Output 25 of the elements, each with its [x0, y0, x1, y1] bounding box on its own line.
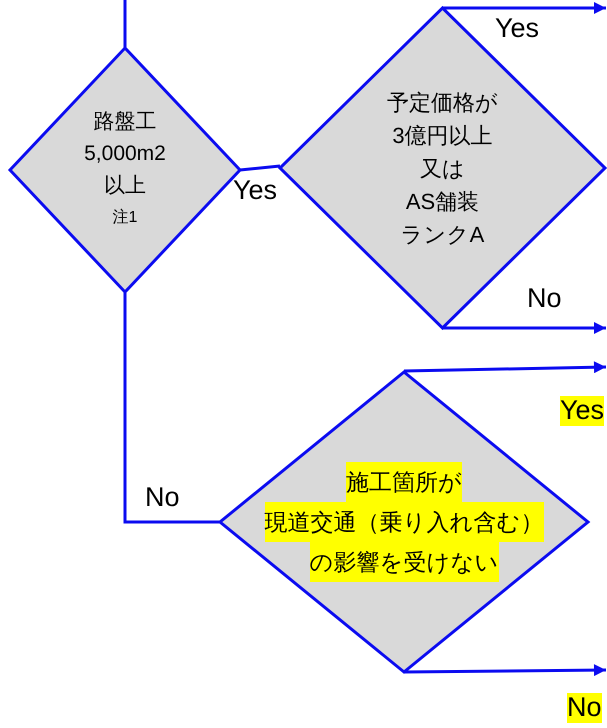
edge-label: No: [145, 483, 180, 513]
arrow: [442, 2, 606, 14]
decision-text: ランクA: [400, 220, 484, 248]
arrow: [404, 664, 606, 676]
connector-line: [124, 292, 220, 524]
edge-label: Yes: [233, 176, 278, 206]
decision-text: の影響を受けない: [310, 542, 498, 582]
decision-text: 路盤工: [94, 109, 156, 135]
edge-label: Yes: [560, 396, 604, 426]
decision-text: 予定価格が: [387, 88, 498, 116]
edge-label: Yes: [495, 14, 540, 44]
edge-label: No: [527, 284, 562, 314]
decision-text: AS舗装: [406, 188, 480, 216]
decision-text: 3億円以上: [392, 122, 493, 150]
decision-text: 注1: [112, 208, 138, 228]
connector-line: [240, 164, 280, 172]
decision-text: 施工箇所が: [346, 462, 462, 502]
decision-diamond: [280, 8, 605, 328]
edge-label: No: [567, 693, 602, 723]
decision-text: 又は: [420, 154, 465, 182]
arrow: [404, 361, 606, 374]
decision-text: 5,000m2: [84, 141, 166, 167]
connector-line: [124, 0, 126, 48]
decision-text: 以上: [104, 173, 146, 199]
arrow: [442, 322, 606, 334]
